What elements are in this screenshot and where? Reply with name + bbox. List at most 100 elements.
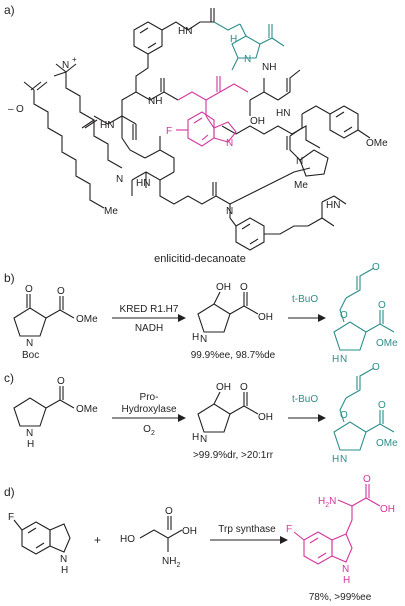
d-indole-bonds (13, 519, 71, 555)
panel-b: b) O O OMe N Boc KRED R1.H7 NADH (4, 262, 398, 365)
b-ether-o: O (340, 310, 348, 321)
b-ether-n: N (340, 354, 347, 365)
b-product-atoms: OH O OH N H (192, 282, 273, 345)
d-serine-o: O (165, 506, 173, 517)
panel-c: c) O OMe N H Pro- Hydroxylase O2 OH O (4, 362, 398, 465)
b-ester-o: O (57, 286, 65, 297)
b-ether-atoms: t-BuO O O O N H OMe (292, 262, 398, 365)
trp-f: F (166, 126, 172, 137)
amide-hn-3: HN (136, 178, 150, 189)
panel-a-atoms: N + – O Me OH OMe N Me N HN NH HN NH HN … (8, 26, 388, 217)
d-product-h2n: H2N (318, 496, 336, 509)
c-h: H (27, 439, 34, 450)
c-product-oh2: OH (258, 412, 273, 423)
d-indole-f: F (8, 512, 14, 523)
macro-n: N (226, 206, 233, 217)
panel-b-label: b) (4, 271, 15, 285)
c-product-n: N (200, 434, 207, 445)
carboxylate-o: O (16, 104, 24, 115)
b-product-oh2: OH (258, 312, 273, 323)
amide-hn-2: HN (100, 120, 114, 131)
d-product-n: N (342, 564, 349, 575)
amide-hn-4: HN (276, 108, 290, 119)
c-ether-o: O (340, 410, 348, 421)
c-product-oh: OH (216, 382, 231, 393)
c-ether-o-carbonyl: O (372, 362, 380, 373)
c-ether-tbuo: t-BuO (292, 394, 318, 405)
c-ether-h: H (332, 454, 339, 465)
b-ether-h: H (332, 354, 339, 365)
d-indole-h: H (61, 565, 68, 576)
n-plus: + (72, 55, 77, 64)
d-indole-n: N (60, 554, 67, 565)
c-product-atoms: OH O OH N H (192, 382, 273, 445)
panel-a: a) (4, 3, 388, 265)
c-ome: OMe (76, 404, 98, 415)
amide-nh-2: NH (148, 96, 162, 107)
d-serine-oh: OH (182, 526, 197, 537)
enlicitid-skeleton (23, 8, 371, 251)
d-product-o: O (363, 474, 371, 485)
b-product-oh: OH (216, 282, 231, 293)
c-ether-bonds (333, 367, 395, 451)
b-product-h: H (192, 332, 199, 343)
c-enzyme-line-2: Hydroxylase (121, 404, 176, 415)
c-substrate-bonds (13, 386, 75, 427)
thr-oh: OH (250, 116, 265, 127)
c-ether-n: N (340, 454, 347, 465)
panel-d-label: d) (4, 485, 15, 499)
b-ether-o-carbonyl: O (372, 262, 380, 273)
d-product-bonds (293, 484, 381, 565)
carboxylate-minus: – (8, 104, 14, 115)
d-yield: 78%, >99%ee (309, 592, 372, 603)
b-yield: 99.9%ee, 98.7%de (191, 350, 276, 361)
c-product-o: O (240, 382, 248, 393)
d-indole-atoms: F N H (8, 512, 68, 576)
c-ether-ester-o: O (378, 400, 386, 411)
b-substrate-bonds (13, 294, 75, 337)
panel-c-label: c) (4, 371, 14, 385)
c-selectivity: >99.9%dr, >20:1rr (193, 450, 274, 461)
d-serine-nh2: NH2 (162, 556, 180, 569)
d-serine-ho: HO (120, 534, 135, 545)
b-substrate-atoms: O O OMe N Boc (22, 284, 98, 361)
c-ether-ome: OMe (376, 438, 398, 449)
b-ketone-o: O (25, 284, 33, 295)
b-n: N (26, 338, 33, 349)
c-oxygen: O2 (143, 424, 155, 437)
d-serine-bonds (139, 516, 183, 552)
amide-hn-1: HN (178, 26, 192, 37)
c-substrate-atoms: O OMe N H (26, 376, 98, 450)
pro-me: Me (294, 180, 308, 191)
b-ether-bonds (333, 267, 395, 351)
d-product-oh: OH (380, 504, 395, 515)
b-ether-ome: OMe (376, 338, 398, 349)
b-cofactor: NADH (135, 323, 163, 334)
b-arrowhead-1 (178, 314, 186, 322)
d-product-h: H (343, 575, 350, 586)
nme3-n: N (62, 60, 69, 71)
c-arrowhead-2 (318, 414, 326, 422)
decanoate-me: Me (104, 206, 118, 217)
hydroxyproline-fragment (213, 21, 285, 71)
d-arrowhead (280, 536, 288, 544)
amide-nh-1: NH (262, 62, 276, 73)
pro-h: H (230, 34, 237, 45)
b-product-n: N (200, 334, 207, 345)
compound-name: enlicitid-decanoate (154, 253, 246, 265)
b-enzyme: KRED R1.H7 (120, 304, 179, 315)
c-product-bonds (197, 391, 259, 433)
c-arrowhead-1 (178, 414, 186, 422)
pip-n: N (244, 54, 251, 65)
b-boc: Boc (22, 350, 39, 361)
tyr-ome: OMe (366, 138, 388, 149)
d-serine-atoms: HO O OH NH2 (120, 506, 197, 569)
b-ome: OMe (76, 314, 98, 325)
b-product-bonds (197, 291, 259, 333)
c-ether-atoms: t-BuO O O O N H OMe (292, 362, 398, 465)
indole-n: N (226, 138, 233, 149)
c-n: N (26, 428, 33, 439)
b-ether-ester-o: O (378, 300, 386, 311)
d-enzyme: Trp synthase (218, 524, 276, 535)
b-arrowhead-2 (318, 314, 326, 322)
